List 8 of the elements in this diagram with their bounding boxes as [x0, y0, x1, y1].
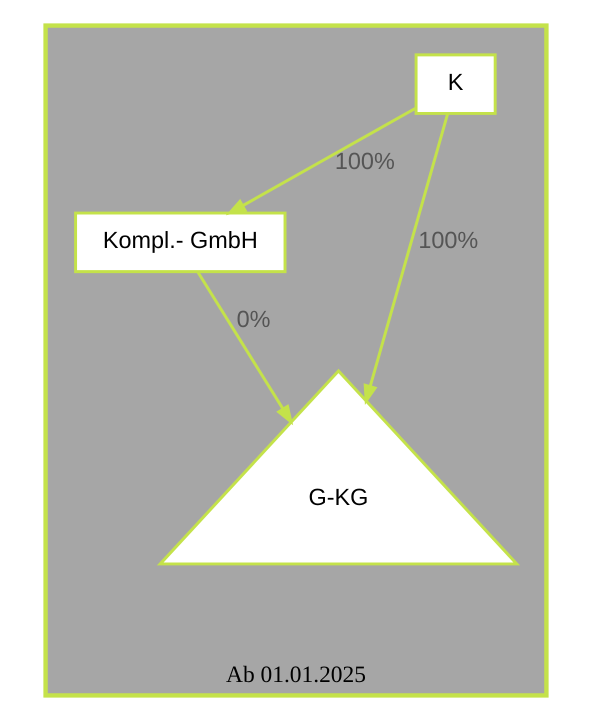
node-box: K	[414, 53, 496, 115]
edge-label: 0%	[236, 306, 270, 332]
arrow	[363, 114, 448, 406]
edge-label: 100%	[418, 226, 478, 253]
edge-label: 100%	[334, 148, 394, 174]
arrow	[196, 271, 293, 426]
arrow	[225, 106, 416, 216]
node-box: Kompl.- GmbH	[74, 212, 286, 274]
